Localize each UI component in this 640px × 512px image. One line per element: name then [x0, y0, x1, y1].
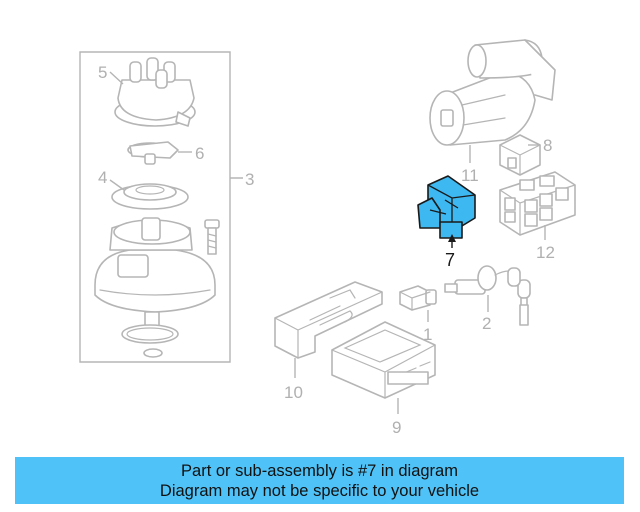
distributor-cap — [114, 57, 196, 127]
distributor-housing — [94, 217, 216, 329]
parts-diagram: 5 6 4 3 11 8 12 1 2 10 9 7 — [79, 39, 576, 437]
banner-line-1: Part or sub-assembly is #7 in diagram — [181, 462, 458, 480]
o-ring — [121, 324, 179, 344]
small-relay — [499, 134, 541, 176]
ignition-switch — [444, 265, 531, 326]
callout-4: 4 — [98, 168, 107, 187]
callout-10: 10 — [284, 383, 303, 402]
group-3-bracket — [79, 51, 243, 363]
ignition-module-highlighted — [417, 175, 476, 239]
callout-9: 9 — [392, 418, 401, 437]
callout-7: 7 — [445, 250, 455, 270]
callout-2: 2 — [482, 314, 491, 333]
control-unit — [331, 321, 436, 399]
control-unit-cover — [274, 281, 383, 359]
callout-12: 12 — [536, 243, 555, 262]
banner-line-2: Diagram may not be specific to your vehi… — [159, 482, 480, 500]
seal-ring — [111, 183, 189, 210]
relay-block — [499, 171, 576, 236]
callout-7-arrow — [448, 234, 456, 242]
sensor — [399, 285, 437, 311]
callout-8: 8 — [543, 136, 552, 155]
starter-motor — [429, 39, 556, 146]
callout-6: 6 — [195, 144, 204, 163]
small-seal — [143, 348, 163, 358]
info-banner: Part or sub-assembly is #7 in diagram Di… — [15, 457, 624, 504]
callout-1: 1 — [423, 325, 432, 344]
callout-3: 3 — [245, 170, 254, 189]
callout-5: 5 — [98, 63, 107, 82]
callout-11: 11 — [461, 166, 479, 185]
bolt — [204, 219, 220, 255]
rotor — [127, 141, 179, 165]
